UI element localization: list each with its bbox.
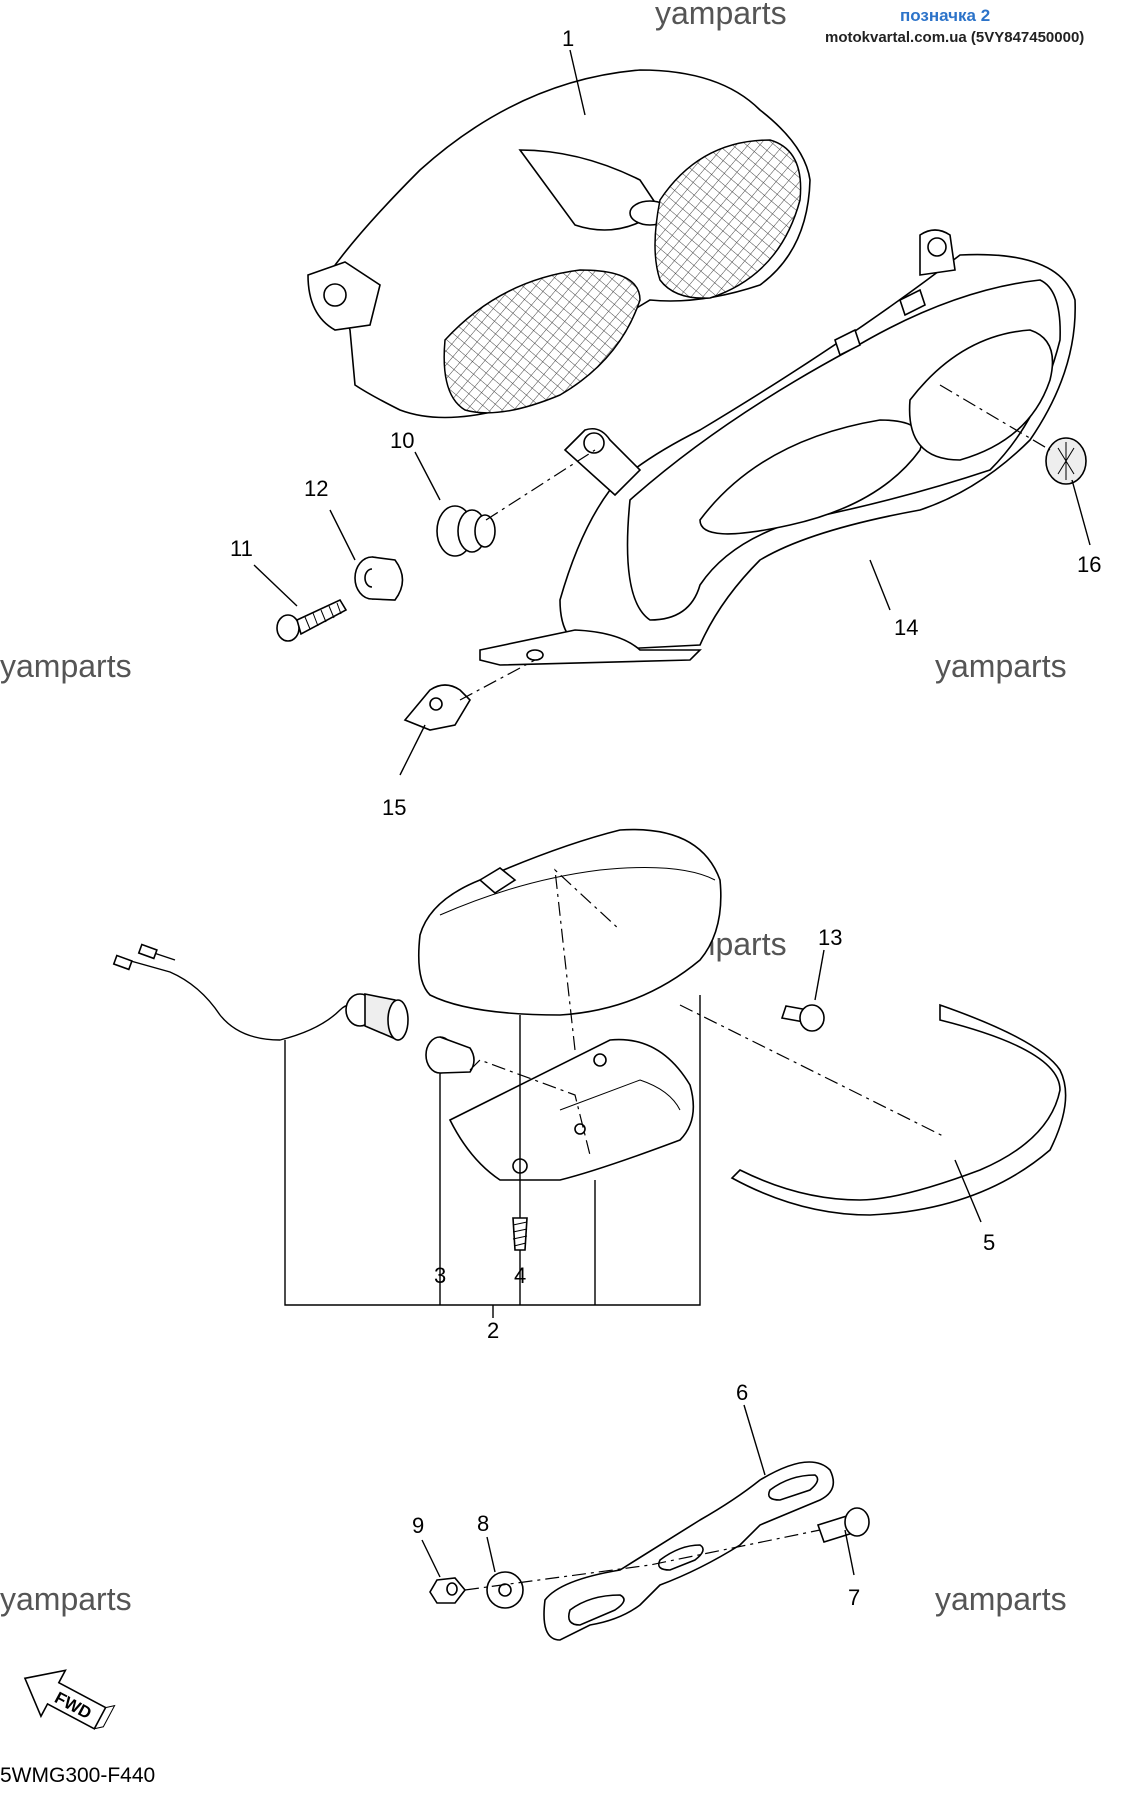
callout-8: 8: [477, 1511, 489, 1536]
watermark-right-upper: yamparts: [935, 648, 1067, 684]
callout-15: 15: [382, 795, 406, 820]
watermark-left-upper: yamparts: [0, 648, 132, 684]
watermark-left-lower: yamparts: [0, 1581, 132, 1617]
socket-wire: [112, 943, 409, 1041]
assembly-lines: [459, 384, 1051, 1591]
screw-part-11: [276, 598, 348, 642]
callout-7: 7: [848, 1585, 860, 1610]
callout-6: 6: [736, 1380, 748, 1405]
tail-light-lens-part-1: [307, 69, 811, 419]
bulb-part-3: [425, 1036, 475, 1074]
grommet-part-10: [436, 505, 496, 557]
callout-2: 2: [487, 1318, 499, 1343]
lens-housing-part-2: [417, 828, 722, 1016]
seal-part-5: [730, 1003, 1067, 1216]
callout-13: 13: [818, 925, 842, 950]
collar-part-12: [354, 556, 404, 601]
license-bracket-part-6: [543, 1461, 835, 1641]
callout-9: 9: [412, 1513, 424, 1538]
bracket-part-14: [479, 229, 1076, 666]
reference-code: 5WMG300-F440: [0, 1764, 155, 1787]
callout-14: 14: [894, 615, 918, 640]
callout-16: 16: [1077, 552, 1101, 577]
callout-10: 10: [390, 428, 414, 453]
washer-part-8: [486, 1571, 524, 1609]
callout-1: 1: [562, 26, 574, 51]
watermark-top: yamparts: [655, 0, 787, 31]
fwd-arrow-icon: FWD: [23, 1669, 116, 1730]
socket-plate: [448, 1038, 695, 1181]
header-label: позначка 2: [900, 6, 990, 25]
header-site: motokvartal.com.ua (5VY847450000): [825, 29, 1084, 46]
callout-3: 3: [434, 1263, 446, 1288]
nut-part-9: [429, 1577, 467, 1604]
screw-part-4: [512, 1217, 528, 1251]
screw-part-13: [780, 1004, 825, 1032]
callout-5: 5: [983, 1230, 995, 1255]
callout-4: 4: [514, 1263, 526, 1288]
callout-12: 12: [304, 476, 328, 501]
bolt-part-7: [816, 1507, 870, 1543]
callout-leaders: [253, 49, 1091, 1578]
clip-nut-part-15: [403, 684, 472, 731]
cap-part-16: [1045, 437, 1087, 485]
watermark-right-lower: yamparts: [935, 1581, 1067, 1617]
callout-11: 11: [230, 536, 253, 561]
